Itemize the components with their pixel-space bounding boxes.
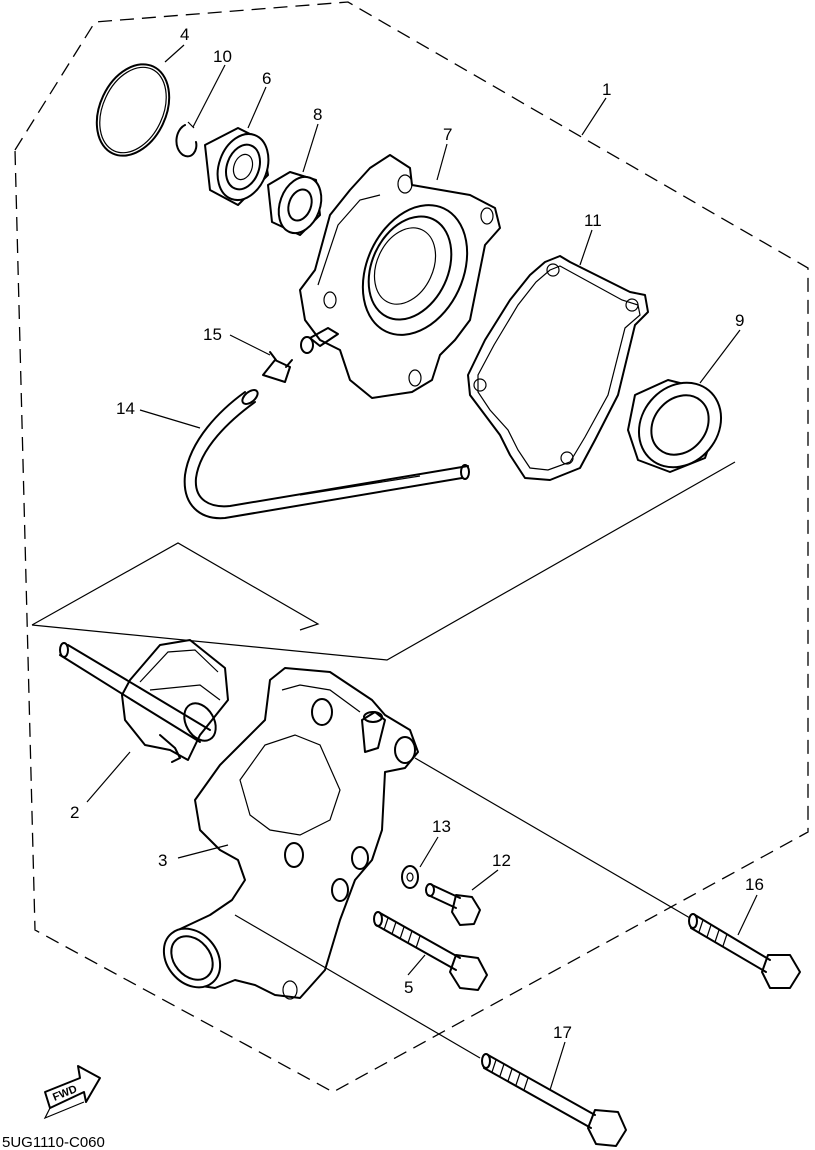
impeller-shaft-part bbox=[59, 639, 229, 763]
callout-8: 8 bbox=[313, 105, 322, 124]
forward-arrow-icon: FWD bbox=[43, 1065, 101, 1120]
pump-body-part bbox=[162, 667, 419, 1000]
bearing-part bbox=[204, 127, 270, 206]
bolt-16-part bbox=[688, 913, 801, 989]
callout-14: 14 bbox=[116, 399, 135, 418]
bolt-centerline-16 bbox=[414, 757, 691, 919]
oil-seal-part bbox=[267, 171, 323, 236]
o-ring-part bbox=[95, 63, 171, 157]
callout-2: 2 bbox=[70, 803, 79, 822]
hose-part bbox=[183, 389, 470, 520]
bolt-5-part bbox=[373, 911, 488, 991]
gasket-part bbox=[467, 255, 649, 481]
short-bolt-part bbox=[425, 883, 481, 926]
callout-9: 9 bbox=[735, 311, 744, 330]
callout-15: 15 bbox=[203, 325, 222, 344]
oil-seal-2-part bbox=[627, 379, 723, 473]
callout-16: 16 bbox=[745, 875, 764, 894]
housing-cover-part bbox=[299, 154, 501, 399]
callout-1: 1 bbox=[602, 80, 611, 99]
callout-3: 3 bbox=[158, 851, 167, 870]
upper-assembly-frame bbox=[31, 542, 320, 631]
hose-clamp-part bbox=[262, 351, 293, 383]
callout-10: 10 bbox=[213, 47, 232, 66]
callout-6: 6 bbox=[262, 69, 271, 88]
callout-13: 13 bbox=[432, 817, 451, 836]
callout-5: 5 bbox=[404, 978, 413, 997]
leader-lines bbox=[86, 44, 758, 1091]
bolt-17-part bbox=[481, 1053, 627, 1147]
upper-assembly-frame-right bbox=[31, 461, 736, 661]
washer-part bbox=[401, 865, 419, 889]
diagram-code: 5UG1110-C060 bbox=[2, 1134, 105, 1150]
callout-17: 17 bbox=[553, 1023, 572, 1042]
callout-4: 4 bbox=[180, 25, 189, 44]
callout-11: 11 bbox=[584, 211, 602, 230]
callout-12: 12 bbox=[492, 851, 511, 870]
kit-outline-dashed bbox=[14, 1, 809, 1093]
bolt-centerline-17 bbox=[234, 914, 481, 1059]
callout-7: 7 bbox=[443, 125, 452, 144]
